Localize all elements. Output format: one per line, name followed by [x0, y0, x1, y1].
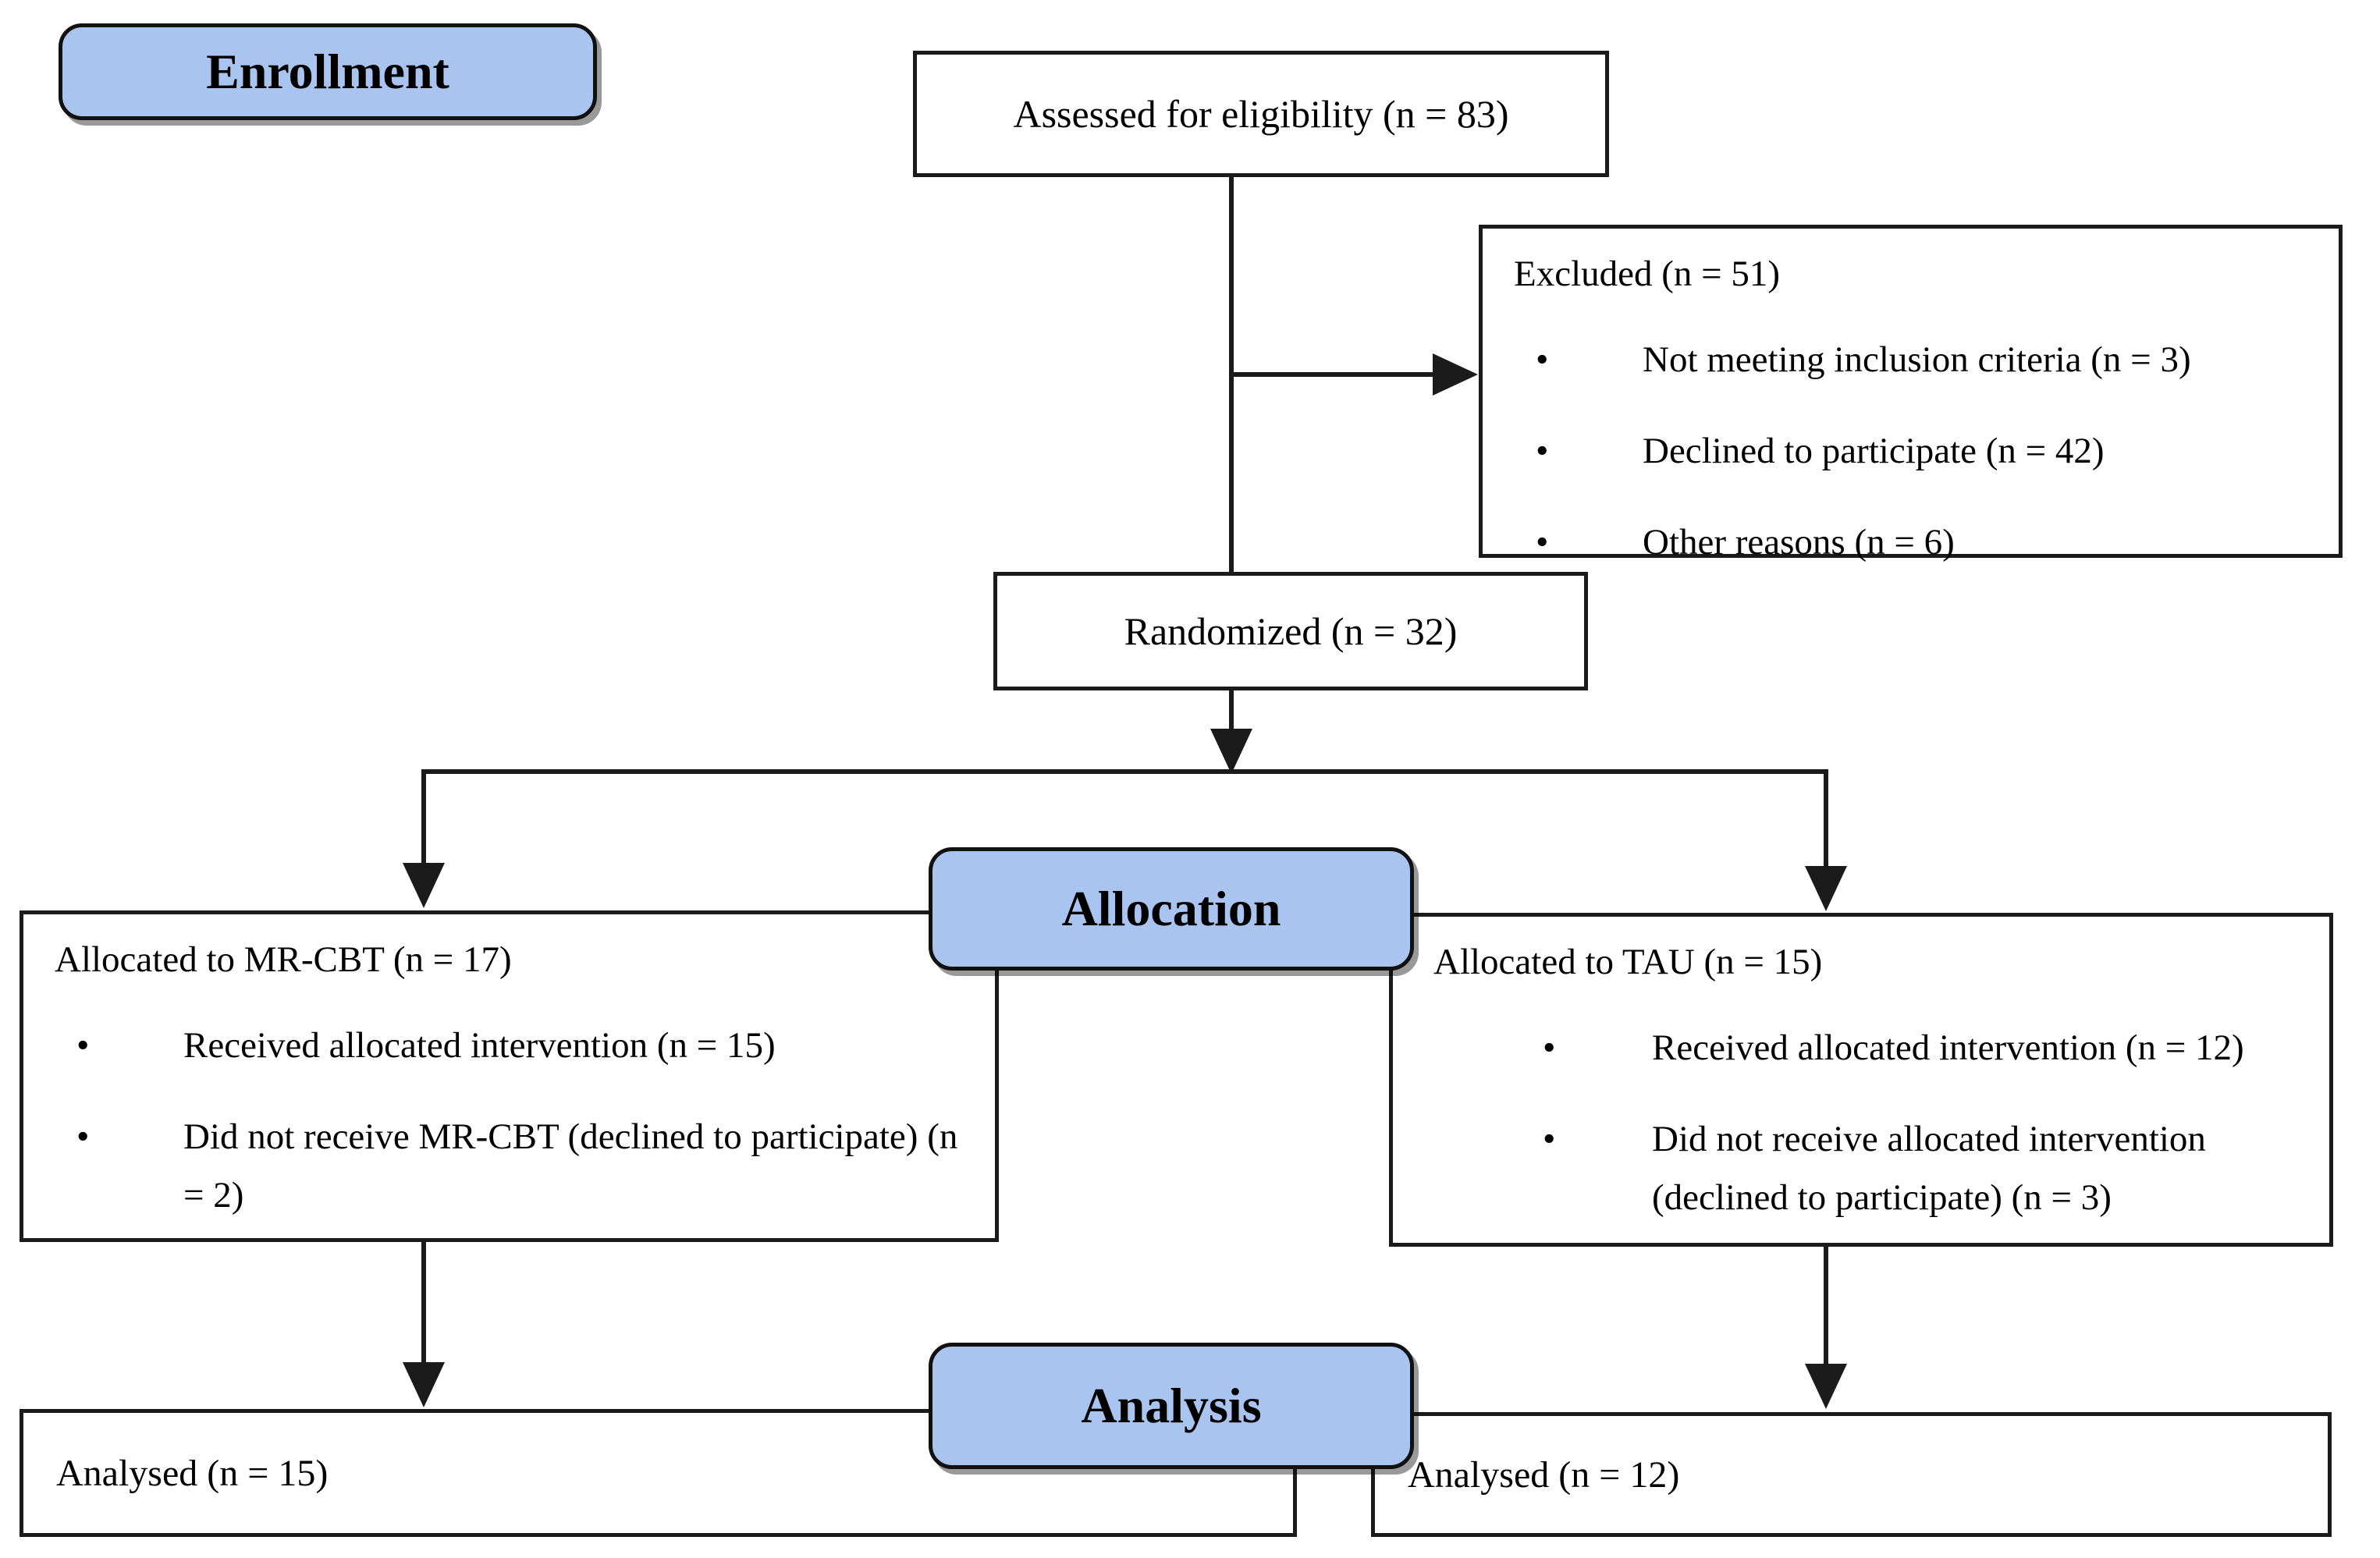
- bullet-icon: •: [1543, 1119, 1556, 1160]
- allocated-mrcbt-bullet-list: • Received allocated intervention (n = 15…: [23, 1017, 995, 1226]
- arrowhead-into-excluded: [1433, 353, 1478, 396]
- connector-randomized-down: [1229, 688, 1234, 732]
- stage-analysis-label: Analysis: [1081, 1378, 1262, 1433]
- arrowhead-onto-split-line: [1210, 729, 1252, 774]
- connector-split-to-left-allocation: [421, 769, 426, 864]
- excluded-title: Excluded (n = 51): [1514, 254, 1781, 294]
- allocated-tau-bullet-1: • Received allocated intervention (n = 12…: [1393, 1019, 2329, 1077]
- assessed-box: Assessed for eligibility (n = 83): [913, 51, 1609, 177]
- analysed-right-box: Analysed (n = 12): [1371, 1412, 2332, 1537]
- excluded-bullet-1-text: Not meeting inclusion criteria (n = 3): [1643, 339, 2191, 381]
- allocated-tau-bullet-list: • Received allocated intervention (n = 12…: [1393, 1019, 2329, 1228]
- bullet-icon: •: [1536, 431, 1549, 472]
- excluded-bullet-3: • Other reasons (n = 6): [1483, 513, 2339, 572]
- arrowhead-into-left-analysed: [403, 1362, 445, 1407]
- connector-left-allocation-to-analysis: [421, 1240, 426, 1364]
- allocated-tau-bullet-2: • Did not receive allocated intervention …: [1393, 1110, 2329, 1227]
- arrowhead-into-right-analysed: [1805, 1364, 1847, 1409]
- stage-enrollment-label: Enrollment: [206, 44, 449, 99]
- bullet-icon: •: [76, 1116, 90, 1158]
- stage-allocation: Allocation: [929, 847, 1414, 971]
- split-line: [421, 769, 1828, 774]
- allocated-mrcbt-bullet-2-text: Did not receive MR-CBT (declined to part…: [183, 1116, 958, 1216]
- allocated-tau-title: Allocated to TAU (n = 15): [1433, 942, 1823, 982]
- bullet-icon: •: [76, 1025, 90, 1066]
- analysed-left-text: Analysed (n = 15): [56, 1452, 329, 1494]
- allocated-tau-bullet-2-text: Did not receive allocated intervention (…: [1652, 1119, 2206, 1219]
- connector-branch-to-excluded: [1231, 372, 1434, 377]
- analysed-right-text: Analysed (n = 12): [1408, 1453, 1680, 1496]
- allocated-tau-bullet-1-text: Received allocated intervention (n = 12): [1652, 1027, 2244, 1069]
- stage-analysis: Analysis: [929, 1343, 1414, 1469]
- excluded-bullet-2-text: Declined to participate (n = 42): [1643, 431, 2105, 472]
- excluded-bullet-3-text: Other reasons (n = 6): [1643, 522, 1955, 563]
- allocated-mrcbt-bullet-2: • Did not receive MR-CBT (declined to par…: [23, 1108, 995, 1225]
- connector-split-to-right-allocation: [1824, 769, 1828, 867]
- bullet-icon: •: [1536, 339, 1549, 381]
- allocated-tau-box: Allocated to TAU (n = 15) • Received allo…: [1389, 913, 2333, 1247]
- allocated-mrcbt-bullet-1-text: Received allocated intervention (n = 15): [183, 1025, 776, 1066]
- bullet-icon: •: [1536, 522, 1549, 563]
- arrowhead-into-left-allocation: [403, 863, 445, 908]
- stage-allocation-label: Allocation: [1061, 881, 1281, 936]
- bullet-icon: •: [1543, 1027, 1556, 1069]
- excluded-bullet-1: • Not meeting inclusion criteria (n = 3): [1483, 331, 2339, 389]
- excluded-bullet-list: •Not meeting inclusion criteria (n = 3) …: [1483, 331, 2339, 573]
- connector-right-allocation-to-analysis: [1824, 1245, 1828, 1365]
- allocated-mrcbt-title: Allocated to MR-CBT (n = 17): [55, 939, 512, 980]
- randomized-box: Randomized (n = 32): [993, 572, 1588, 690]
- randomized-text: Randomized (n = 32): [1124, 609, 1458, 653]
- allocated-mrcbt-bullet-1: • Received allocated intervention (n = 15…: [23, 1017, 995, 1075]
- stage-enrollment: Enrollment: [59, 23, 597, 120]
- excluded-box: Excluded (n = 51) • Not meeting inclusion…: [1479, 225, 2343, 563]
- allocated-mrcbt-box: Allocated to MR-CBT (n = 17) • Received a…: [20, 910, 999, 1242]
- excluded-bullet-2: • Declined to participate (n = 42): [1483, 422, 2339, 481]
- arrowhead-into-right-allocation: [1805, 866, 1847, 911]
- assessed-text: Assessed for eligibility (n = 83): [1013, 92, 1509, 136]
